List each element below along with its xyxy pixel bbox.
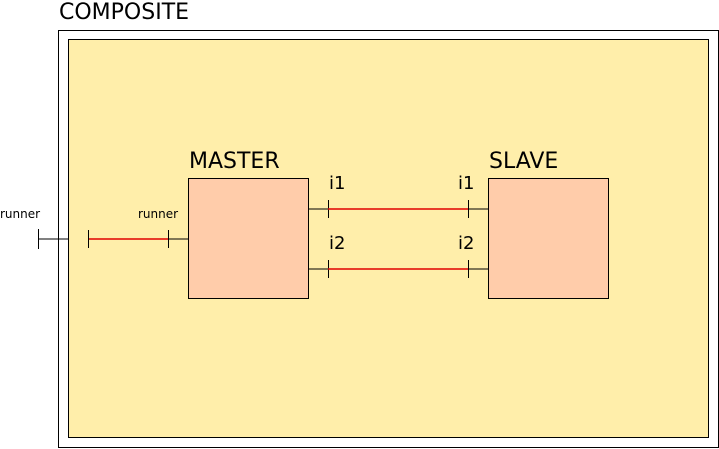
- master-runner-port[interactable]: [168, 230, 188, 248]
- composite-title: COMPOSITE: [59, 0, 189, 25]
- master-i2-label: i2: [329, 233, 345, 254]
- slave-component[interactable]: [488, 178, 609, 299]
- external-runner-port[interactable]: [38, 229, 68, 249]
- slave-title: SLAVE: [489, 149, 558, 174]
- external-runner-label: runner: [0, 207, 40, 221]
- slave-i2-port[interactable]: [468, 260, 488, 278]
- master-runner-label: runner: [138, 207, 178, 221]
- master-component[interactable]: [188, 178, 309, 299]
- slave-i1-label: i1: [458, 173, 474, 194]
- master-i1-label: i1: [329, 173, 345, 194]
- slave-i2-label: i2: [458, 233, 474, 254]
- master-title: MASTER: [189, 149, 280, 174]
- slave-i1-port[interactable]: [468, 200, 488, 218]
